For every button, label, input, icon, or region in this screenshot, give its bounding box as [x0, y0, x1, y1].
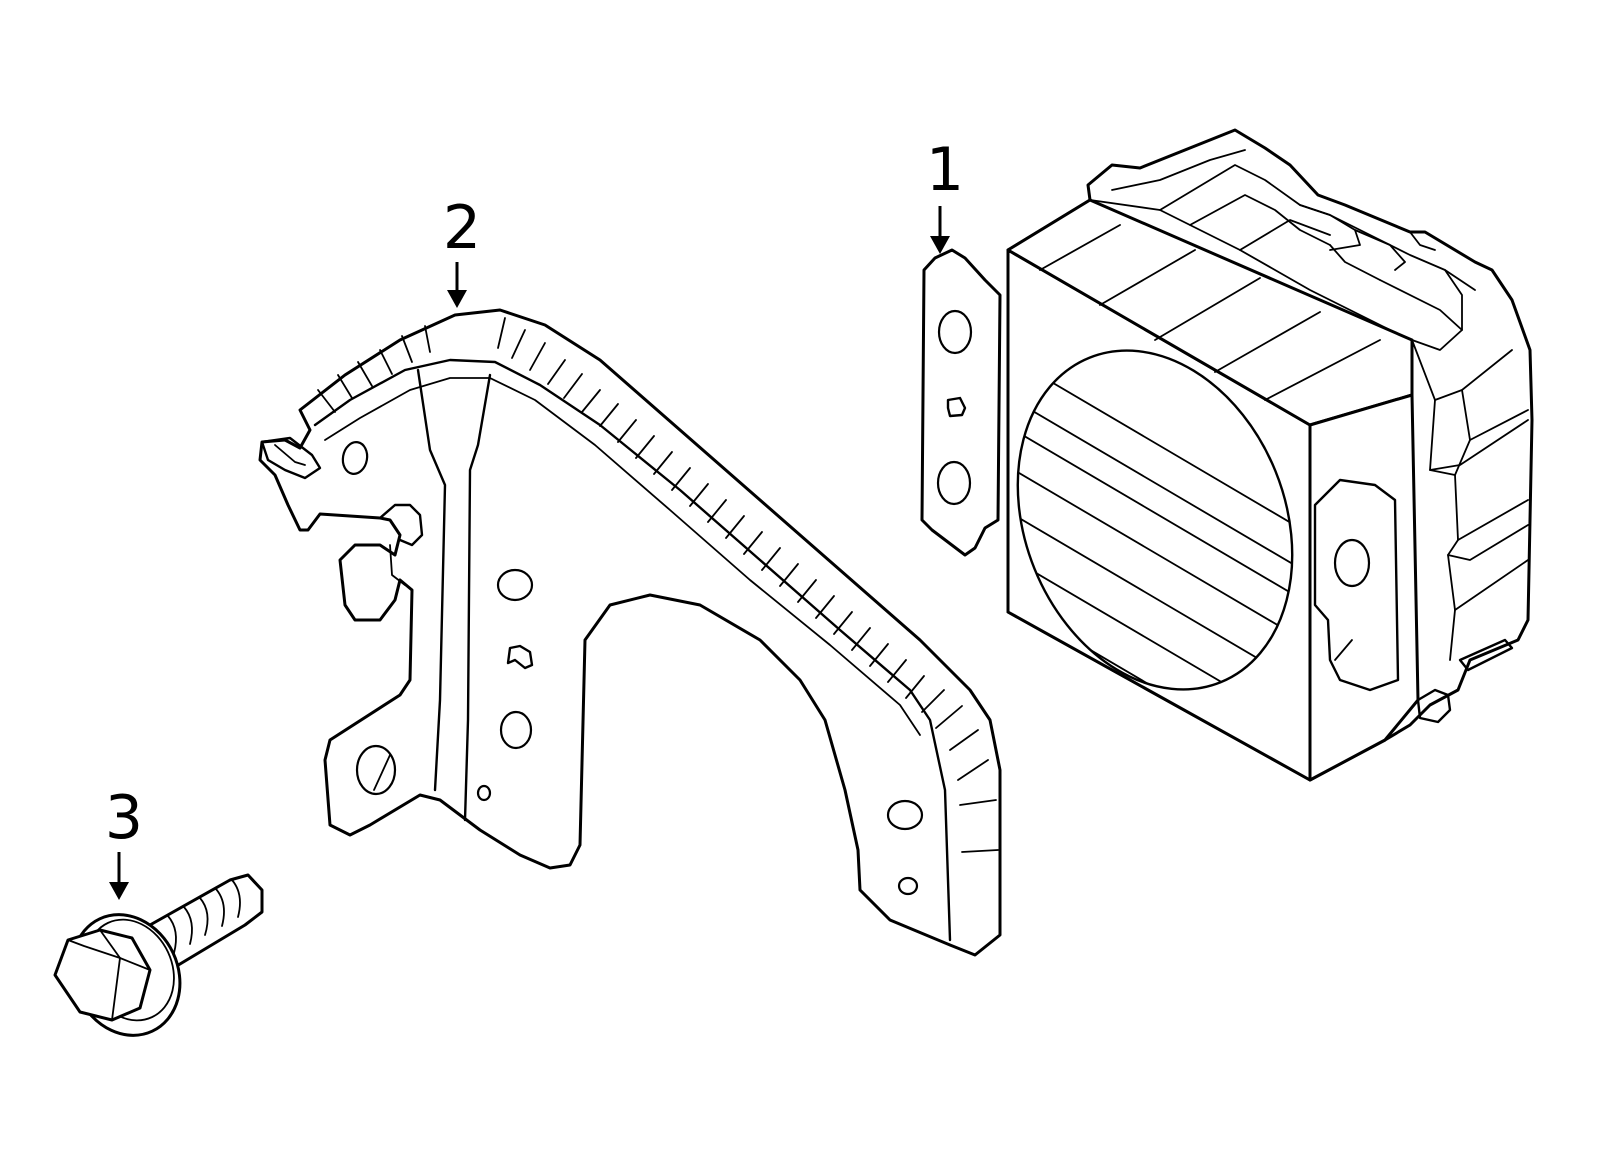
flange-bolt: [53, 873, 264, 1037]
callout-2-arrowhead: [447, 290, 467, 308]
callout-3-label: 3: [105, 783, 143, 853]
sensor-module: [920, 128, 1534, 782]
callout-1-label: 1: [926, 135, 964, 205]
callout-3: 3: [105, 783, 143, 900]
mounting-bracket: [258, 308, 1002, 957]
callout-2: 2: [443, 193, 481, 308]
callout-2-label: 2: [443, 193, 481, 263]
callout-3-arrowhead: [109, 882, 129, 900]
callout-1-arrowhead: [930, 236, 950, 254]
callout-1: 1: [926, 135, 964, 254]
